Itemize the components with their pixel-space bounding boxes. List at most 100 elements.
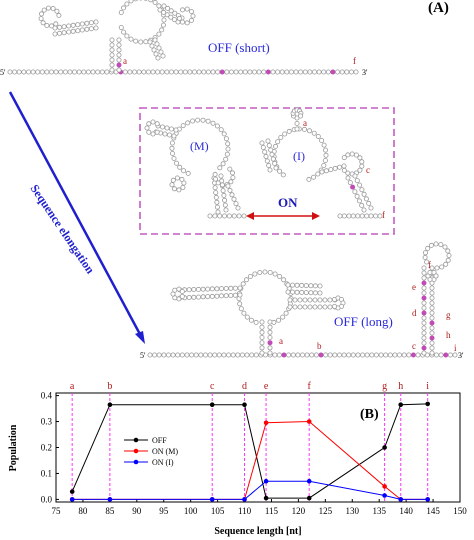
- nucleotide: [317, 297, 323, 303]
- nucleotide: [288, 69, 294, 75]
- nucleotide: [133, 0, 138, 2]
- nucleotide: [424, 259, 430, 265]
- nucleotide: [271, 319, 277, 325]
- off-long-label: OFF (long): [334, 314, 393, 329]
- x-tick-label: 100: [184, 506, 198, 516]
- nucleotide: [58, 69, 64, 75]
- nucleotide: [76, 69, 82, 75]
- site-marker-label: a: [70, 381, 75, 392]
- nucleotide: [176, 286, 182, 292]
- nucleotide: [445, 248, 451, 254]
- nucleotide: [318, 352, 324, 358]
- x-tick-label: 95: [159, 506, 169, 516]
- nucleotide: [377, 213, 383, 219]
- x-tick-label: 150: [453, 506, 467, 516]
- nucleotide: [281, 352, 287, 358]
- nucleotide: [109, 47, 115, 53]
- nucleotide: [290, 289, 296, 295]
- nucleotide: [323, 152, 329, 158]
- legend-swatch-marker: [133, 437, 139, 443]
- nucleotide: [368, 213, 374, 219]
- nucleotide: [266, 142, 272, 148]
- nucleotide: [228, 285, 234, 291]
- data-point: [107, 497, 113, 502]
- nucleotide: [369, 352, 375, 358]
- legend-entry-label: ON (I): [152, 458, 174, 467]
- site-letter-a-short: a: [123, 56, 127, 66]
- off-long-structure: [147, 241, 458, 358]
- nucleotide: [212, 185, 218, 191]
- nucleotide: [230, 352, 236, 358]
- nucleotide: [350, 213, 356, 219]
- nucleotide: [223, 207, 229, 213]
- nucleotide: [146, 121, 152, 127]
- nucleotide: [298, 69, 304, 75]
- nucleotide: [284, 69, 290, 75]
- nucleotide: [286, 128, 292, 134]
- nucleotide: [121, 5, 127, 11]
- nucleotide: [241, 310, 247, 316]
- site-letter-a-long: a: [279, 336, 283, 346]
- nucleotide: [237, 285, 243, 291]
- nucleotide: [359, 163, 365, 169]
- nucleotide: [152, 0, 158, 5]
- nucleotide: [312, 283, 318, 289]
- nucleotide: [191, 286, 197, 292]
- nucleotide: [54, 8, 60, 14]
- nucleotide: [176, 187, 182, 193]
- nucleotide: [346, 213, 352, 219]
- site-marker-label: d: [242, 381, 247, 392]
- nucleotide: [277, 273, 283, 279]
- nucleotide: [209, 293, 215, 299]
- nucleotide: [236, 213, 242, 219]
- nucleotide: [311, 174, 317, 180]
- nucleotide: [185, 120, 191, 126]
- nucleotide: [325, 69, 331, 75]
- nucleotide: [302, 69, 308, 75]
- nucleotide: [109, 67, 115, 73]
- y-tick-label: 0.0: [41, 494, 53, 504]
- nucleotide: [85, 69, 91, 75]
- nucleotide: [155, 55, 161, 61]
- nucleotide: [294, 126, 300, 132]
- nucleotide: [357, 182, 363, 188]
- nucleotide: [293, 69, 299, 75]
- nucleotide: [429, 265, 435, 271]
- y-tick-label: 0.3: [41, 417, 53, 427]
- nucleotide: [109, 52, 115, 58]
- nucleotide: [116, 52, 122, 58]
- nucleotide: [179, 352, 185, 358]
- nucleotide: [186, 287, 192, 293]
- nucleotide: [168, 69, 174, 75]
- nucleotide: [267, 329, 273, 335]
- nucleotide: [159, 124, 165, 130]
- nucleotide: [124, 1, 130, 7]
- nucleotide: [327, 304, 333, 310]
- nucleotide: [152, 352, 158, 358]
- nucleotide: [44, 22, 50, 28]
- nucleotide: [122, 69, 128, 75]
- nucleotide: [259, 324, 265, 330]
- nucleotide: [7, 69, 13, 75]
- nucleotide: [232, 285, 238, 291]
- nucleotide: [301, 126, 307, 132]
- nucleotide: [200, 286, 206, 292]
- nucleotide: [49, 23, 55, 29]
- nucleotide: [127, 69, 133, 75]
- nucleotide: [337, 213, 343, 219]
- x-tick-label: 140: [399, 506, 413, 516]
- nucleotide: [116, 42, 122, 48]
- nucleotide: [421, 330, 427, 336]
- nucleotide: [128, 36, 134, 42]
- nucleotide: [421, 280, 427, 286]
- nucleotide: [173, 69, 179, 75]
- nucleotide: [225, 183, 231, 189]
- nucleotide: [248, 317, 254, 323]
- nucleotide: [330, 69, 336, 75]
- nucleotide: [164, 12, 170, 18]
- nucleotide: [225, 146, 231, 152]
- nucleotide: [269, 151, 275, 157]
- nucleotide: [421, 350, 427, 356]
- nucleotide: [392, 352, 398, 358]
